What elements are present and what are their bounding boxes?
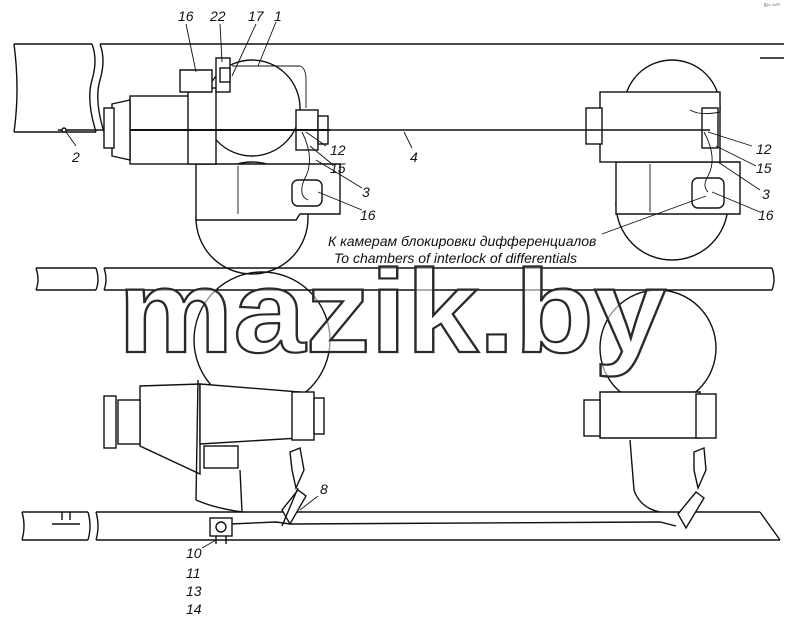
callout-1: 1 xyxy=(274,8,282,24)
callout-13: 13 xyxy=(186,583,202,599)
callout-14: 14 xyxy=(186,601,202,617)
chamber-8-right xyxy=(677,447,707,530)
caption-english: To chambers of interlock of differential… xyxy=(334,250,577,266)
bottom-view xyxy=(21,267,781,549)
callout-16-left: 16 xyxy=(360,207,376,223)
callout-17: 17 xyxy=(248,8,265,24)
hose-3-right xyxy=(703,131,713,193)
callout-12-right: 12 xyxy=(756,141,772,157)
callout-12-left: 12 xyxy=(330,142,346,158)
callout-16-top: 16 xyxy=(178,8,194,24)
top-left-axle xyxy=(103,57,341,275)
callout-4: 4 xyxy=(410,149,418,165)
top-frame-rail xyxy=(13,43,784,133)
callouts: 16 22 17 1 2 4 12 15 3 16 12 15 3 16 8 1… xyxy=(71,8,774,617)
callout-11: 11 xyxy=(186,565,201,581)
callout-3-left: 3 xyxy=(362,184,370,200)
hose-3-left xyxy=(301,131,310,201)
callout-22: 22 xyxy=(209,8,226,24)
callout-15-right: 15 xyxy=(756,160,772,176)
corner-code: 6²⁹ ⁵⁵⁰⁰ xyxy=(764,3,780,9)
top-right-axle xyxy=(585,59,741,261)
callout-3-right: 3 xyxy=(762,186,770,202)
callout-15-left: 15 xyxy=(330,160,346,176)
bottom-left-axle xyxy=(103,271,331,513)
leader-lines-bottom xyxy=(201,495,319,549)
watermark: mazik.by xyxy=(118,246,666,378)
top-view xyxy=(13,21,784,275)
caption-russian: К камерам блокировки дифференциалов xyxy=(328,233,596,249)
chamber-8-left xyxy=(281,447,307,527)
callout-16-right: 16 xyxy=(758,207,774,223)
callout-10: 10 xyxy=(186,545,202,561)
bottom-right-axle xyxy=(583,289,717,513)
callout-2: 2 xyxy=(71,149,80,165)
callout-8: 8 xyxy=(320,481,328,497)
bottom-air-line xyxy=(229,521,677,527)
leader-lines-top xyxy=(65,21,761,235)
